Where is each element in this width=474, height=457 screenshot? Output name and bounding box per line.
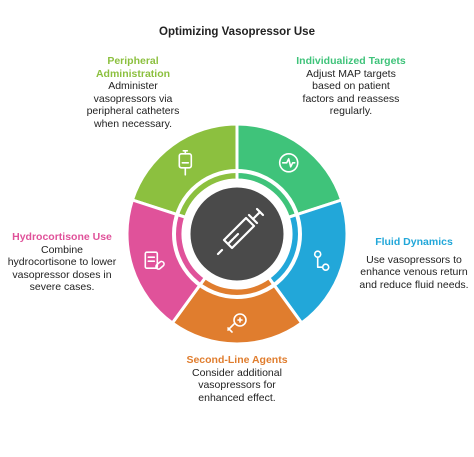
segment-icons — [144, 150, 330, 333]
fluid-body: Use vasopressors to enhance venous retur… — [359, 253, 469, 291]
hydrocortisone-body: Combine hydrocortisone to lower vasopres… — [7, 243, 117, 294]
peripheral-body: Administer vasopressors via peripheral c… — [86, 80, 180, 130]
segment-ring — [125, 122, 349, 346]
iv-bag-icon — [178, 150, 193, 176]
individualized-body: Adjust MAP targets based on patient fact… — [302, 67, 400, 118]
hydrocortisone-title: Hydrocortisone Use — [12, 231, 112, 243]
second-line-title: Second-Line Agents — [186, 354, 288, 366]
label-individualized: Individualized Targets Adjust MAP target… — [296, 55, 406, 118]
inner-gap-ring — [172, 169, 302, 299]
label-fluid: Fluid Dynamics Use vasopressors to enhan… — [358, 236, 470, 291]
diagram-title: Optimizing Vasopressor Use — [159, 26, 315, 38]
individualized-title: Individualized Targets — [296, 55, 406, 67]
syringe-badge-icon — [227, 313, 247, 333]
second-line-body: Consider additional vasopressors for enh… — [192, 366, 282, 404]
fluid-title: Fluid Dynamics — [375, 236, 453, 248]
peripheral-title: Peripheral Administration — [95, 55, 171, 80]
heart-monitor-icon — [278, 153, 299, 173]
syringe-icon — [216, 207, 265, 256]
flow-nodes-icon — [313, 250, 330, 272]
label-second-line: Second-Line Agents Consider additional v… — [184, 354, 290, 404]
clipboard-pill-icon — [144, 251, 165, 270]
label-peripheral: Peripheral Administration Administer vas… — [78, 55, 188, 130]
label-hydrocortisone: Hydrocortisone Use Combine hydrocortison… — [6, 231, 118, 294]
segment-hydrocortisone — [125, 198, 208, 326]
